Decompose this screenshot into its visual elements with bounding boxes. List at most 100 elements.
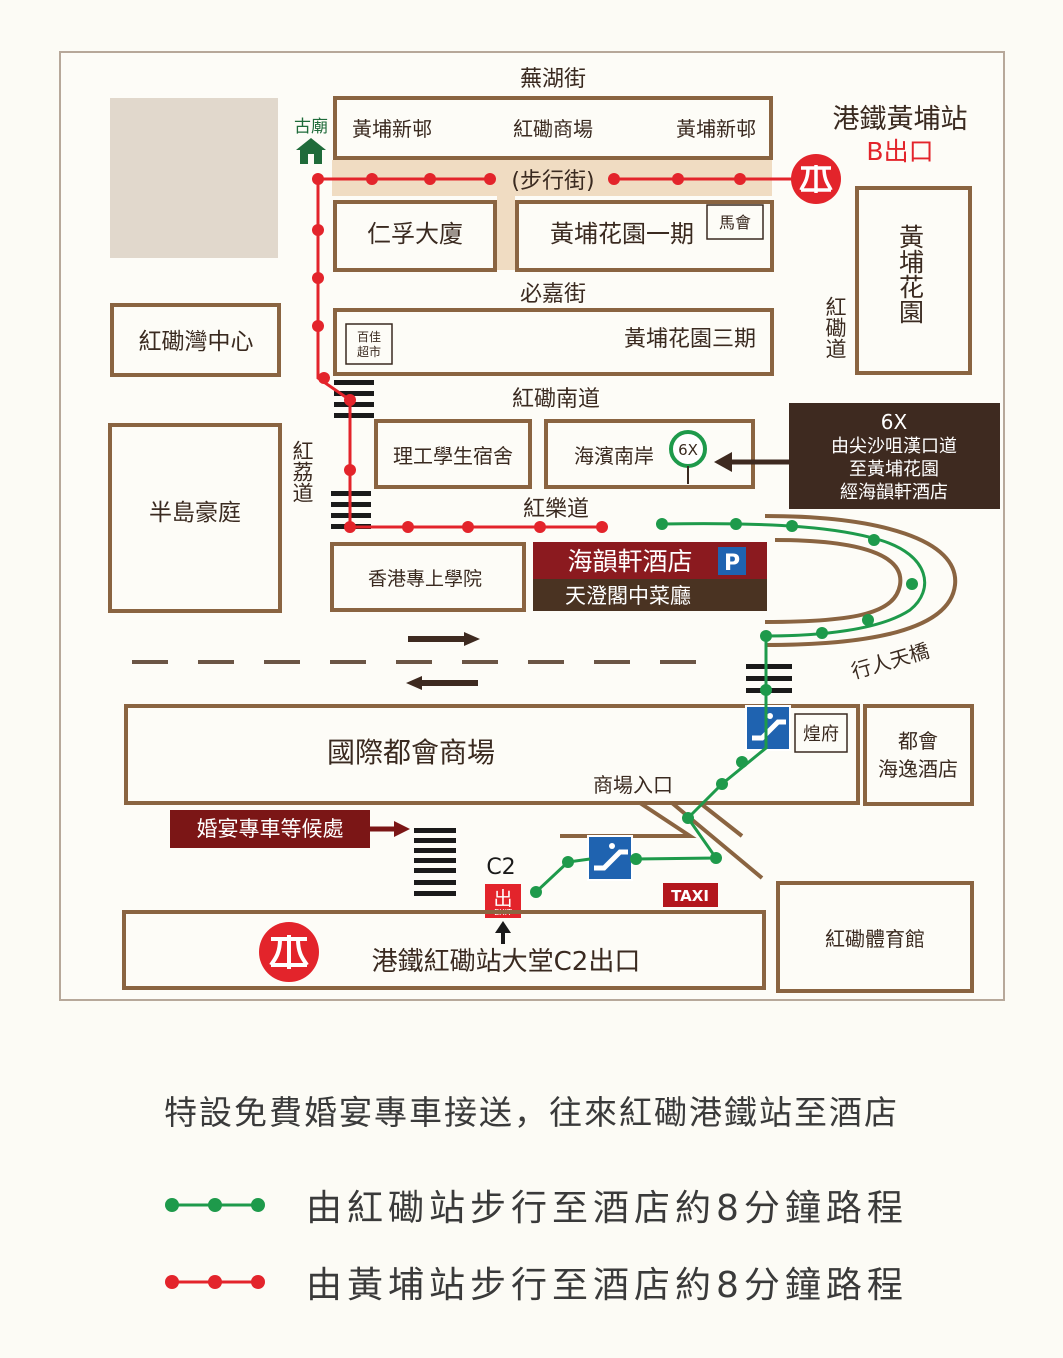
route-red-dot xyxy=(318,372,330,384)
box-wong-fu xyxy=(794,713,848,753)
label-hotel: 海韻軒酒店 xyxy=(567,547,692,576)
arrow-up-icon xyxy=(495,921,511,944)
restaurant-banner xyxy=(533,579,767,611)
taxi-icon xyxy=(663,883,718,907)
bridge-outline-inner xyxy=(764,538,903,624)
route-green-dot xyxy=(630,853,642,865)
route-green-dot xyxy=(530,886,542,898)
route-green-dot xyxy=(736,756,748,768)
direction-arrow-icon xyxy=(370,821,410,837)
route-red-dot xyxy=(344,394,356,406)
route-red-dot xyxy=(312,173,324,185)
label-whampoa-garden-3: 黃埔花園三期 xyxy=(624,327,756,352)
block-coliseum xyxy=(776,881,974,993)
block-whampoa-garden xyxy=(855,186,972,375)
legend-red-label: 由黃埔站步行至酒店約8分鐘路程 xyxy=(306,1265,908,1306)
block-hung-hom-bay-centre xyxy=(110,303,281,377)
route-red-dot xyxy=(424,173,436,185)
label-polyu-hall: 理工學生宿舍 xyxy=(393,444,513,468)
bus-info-route: 6X xyxy=(881,410,908,434)
escalator-icon xyxy=(587,835,633,881)
route-red-dot xyxy=(312,272,324,284)
street-label-hung-hom-south: 紅磡南道 xyxy=(512,387,600,412)
label-coliseum: 紅磡體育館 xyxy=(825,927,925,951)
label-temple: 古廟 xyxy=(294,117,328,137)
route-red-dot xyxy=(534,521,546,533)
route-green-dot xyxy=(656,518,668,530)
legend-red-swatch xyxy=(165,1275,265,1289)
block-whampoa-garden-3 xyxy=(333,308,774,376)
route-red-dot xyxy=(312,320,324,332)
traffic-arrow-west-icon xyxy=(406,676,478,690)
route-green-dot xyxy=(710,852,722,864)
empty-plot xyxy=(110,98,278,258)
block-metropark-hotel xyxy=(863,704,974,806)
parking-icon xyxy=(718,547,746,575)
label-whampoa-garden: 黃埔花園 xyxy=(896,224,925,324)
route-red-dot xyxy=(402,521,414,533)
street-label-hung-ka: 紅荔道 xyxy=(290,440,314,503)
block-metropolis-mall xyxy=(124,704,860,805)
legend-green-label: 由紅磡站步行至酒店約8分鐘路程 xyxy=(306,1188,908,1229)
route-red-dot xyxy=(344,464,356,476)
legend-row-green: 由紅磡站步行至酒店約8分鐘路程 xyxy=(160,1180,908,1230)
block-hkcc xyxy=(330,542,526,612)
block-station-concourse xyxy=(122,910,766,990)
zebra-crossing-icon xyxy=(334,380,374,418)
box-parknshop xyxy=(345,323,393,365)
route-green-dot xyxy=(868,534,880,546)
bus-info-box xyxy=(789,403,1000,509)
label-taxi: TAXI xyxy=(671,887,709,905)
label-whampoa-estate-left: 黃埔新邨 xyxy=(352,117,432,141)
route-red-dot xyxy=(462,521,474,533)
route-green-dot xyxy=(730,518,742,530)
label-whampoa-garden-1: 黃埔花園一期 xyxy=(550,220,694,248)
bus-stop-icon xyxy=(669,430,707,484)
zebra-crossing-icon xyxy=(414,828,456,896)
street-label-hung-lok: 紅樂道 xyxy=(523,497,589,522)
label-restaurant: 天澄閣中菜廳 xyxy=(565,584,691,608)
route-green-dot xyxy=(786,520,798,532)
route-green-dot xyxy=(760,630,772,642)
street-label-pedestrian: (步行街) xyxy=(511,169,594,194)
pedestrian-street-gap xyxy=(497,196,515,270)
route-red-dot xyxy=(734,173,746,185)
label-yan-fu: 仁孚大廈 xyxy=(367,220,463,248)
label-hung-hom-mall: 紅磡商場 xyxy=(513,117,593,141)
mtr-logo-icon xyxy=(791,154,841,204)
label-wong-fu: 煌府 xyxy=(803,724,839,745)
route-red-dot xyxy=(672,173,684,185)
route-green-dot xyxy=(760,684,772,696)
route-red-dot xyxy=(484,173,496,185)
block-peninsula-mansion xyxy=(108,423,282,613)
label-metropark-hotel-line1: 都會 xyxy=(898,729,938,753)
label-hung-hom-bay-centre: 紅磡灣中心 xyxy=(139,329,254,355)
route-green-dots xyxy=(530,518,918,898)
route-red xyxy=(316,177,797,529)
street-label-bishop: 必嘉街 xyxy=(520,282,586,307)
label-hkcc: 香港專上學院 xyxy=(368,568,482,590)
bus-info-line3: 經海韻軒酒店 xyxy=(840,482,948,503)
escalator-icon xyxy=(745,705,791,751)
route-green-dot xyxy=(862,614,874,626)
route-green-dot xyxy=(716,778,728,790)
label-metropark-hotel-line2: 海逸酒店 xyxy=(878,757,958,781)
legend-row-red: 由黃埔站步行至酒店約8分鐘路程 xyxy=(160,1257,908,1307)
wedding-pickup-box xyxy=(170,810,370,848)
block-harbour-place xyxy=(544,419,755,489)
route-red-dot xyxy=(596,521,608,533)
route-green-dot xyxy=(682,812,694,824)
label-metropolis-mall: 國際都會商場 xyxy=(327,736,495,769)
bus-info-line1: 由尖沙咀漢口道 xyxy=(831,436,957,457)
temple-icon xyxy=(296,138,326,164)
label-station-concourse: 港鐵紅磡站大堂C2出口 xyxy=(372,947,641,977)
label-parknshop-line2: 超市 xyxy=(357,344,381,359)
route-red-dot xyxy=(344,521,356,533)
street-label-north: 蕪湖街 xyxy=(520,67,586,92)
street-label-hung-hom-road: 紅磡道 xyxy=(823,296,847,359)
block-yan-fu xyxy=(333,200,497,272)
label-parknshop: 百佳超市 xyxy=(357,330,381,359)
label-whampoa-exit: B出口 xyxy=(866,137,933,166)
bus-stop-badge: 6X xyxy=(678,441,698,459)
